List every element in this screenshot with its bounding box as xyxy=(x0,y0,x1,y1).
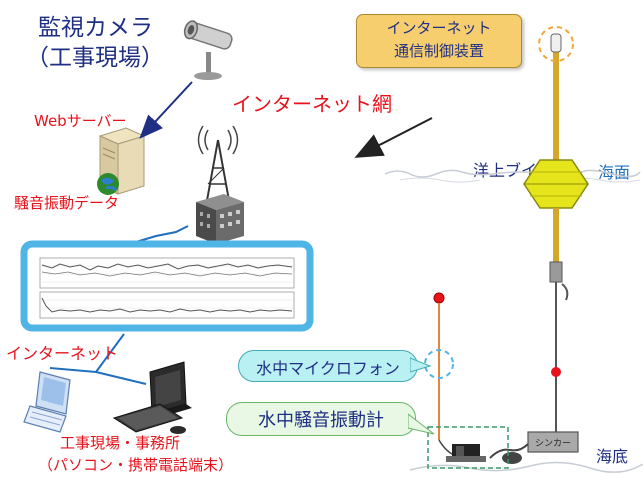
data-graph-lower xyxy=(39,291,295,319)
communication-device-line1: インターネット xyxy=(386,19,492,37)
hydrophone-float xyxy=(433,292,445,304)
hydrophone-label: 水中マイクロフォン xyxy=(256,359,400,378)
communication-device-line2: 通信制御装置 xyxy=(393,42,484,60)
camera-label-line1: 監視カメラ xyxy=(38,15,153,41)
meter-device-icon xyxy=(446,444,486,462)
meter-callout-pointer xyxy=(408,413,435,435)
meter-highlight-box xyxy=(427,426,509,469)
sea-surface-wave-2 xyxy=(399,177,641,183)
internet-network-label: インターネット網 xyxy=(232,92,392,116)
desktop-computer-icon xyxy=(112,361,192,434)
sea-surface-wave xyxy=(384,169,641,178)
mobile-phone-icon xyxy=(23,371,71,433)
seabed-cable xyxy=(489,443,529,459)
communication-device-box xyxy=(356,14,522,68)
noise-vibration-data-label: 騒音振動データ xyxy=(14,194,120,212)
mooring-float xyxy=(551,367,561,377)
site-office-label-line1: 工事現場・事務所 xyxy=(60,434,181,452)
buoy-chain-link xyxy=(549,261,563,283)
hydrophone-callout xyxy=(238,350,418,382)
internet-left-label: インターネット xyxy=(6,344,119,363)
network-arrow xyxy=(354,117,433,158)
meter-callout xyxy=(226,402,416,436)
security-camera-icon xyxy=(183,20,233,80)
data-graph-upper xyxy=(39,257,295,289)
buoy-label: 洋上ブイ xyxy=(473,161,538,180)
web-server-label: Webサーバー xyxy=(34,112,127,130)
seabed-label: 海底 xyxy=(596,447,629,466)
camera-to-server-arrow xyxy=(139,81,193,139)
antenna-unit xyxy=(550,33,562,53)
site-office-label-line2: （パソコン・携帯電話端末） xyxy=(38,456,234,474)
antenna-highlight xyxy=(538,26,574,62)
buoy-body-icon xyxy=(523,159,589,209)
sinker-label: シンカー xyxy=(534,439,571,449)
sinker-block xyxy=(527,431,579,453)
hydrophone-highlight xyxy=(424,349,454,379)
camera-label-line2: （工事現場） xyxy=(26,45,164,71)
cell-tower-icon xyxy=(197,125,239,207)
buoy-shackle xyxy=(561,283,569,301)
hydrophone-callout-pointer xyxy=(410,357,432,373)
sea-surface-label: 海面 xyxy=(598,163,631,182)
panel-to-pc-line xyxy=(95,371,147,385)
office-building-icon xyxy=(196,194,244,244)
seabed-line xyxy=(409,461,643,473)
server-to-panel-line xyxy=(135,225,189,243)
web-server-icon xyxy=(97,127,146,195)
cable-weight xyxy=(502,452,522,464)
meter-label: 水中騒音振動計 xyxy=(258,410,384,431)
